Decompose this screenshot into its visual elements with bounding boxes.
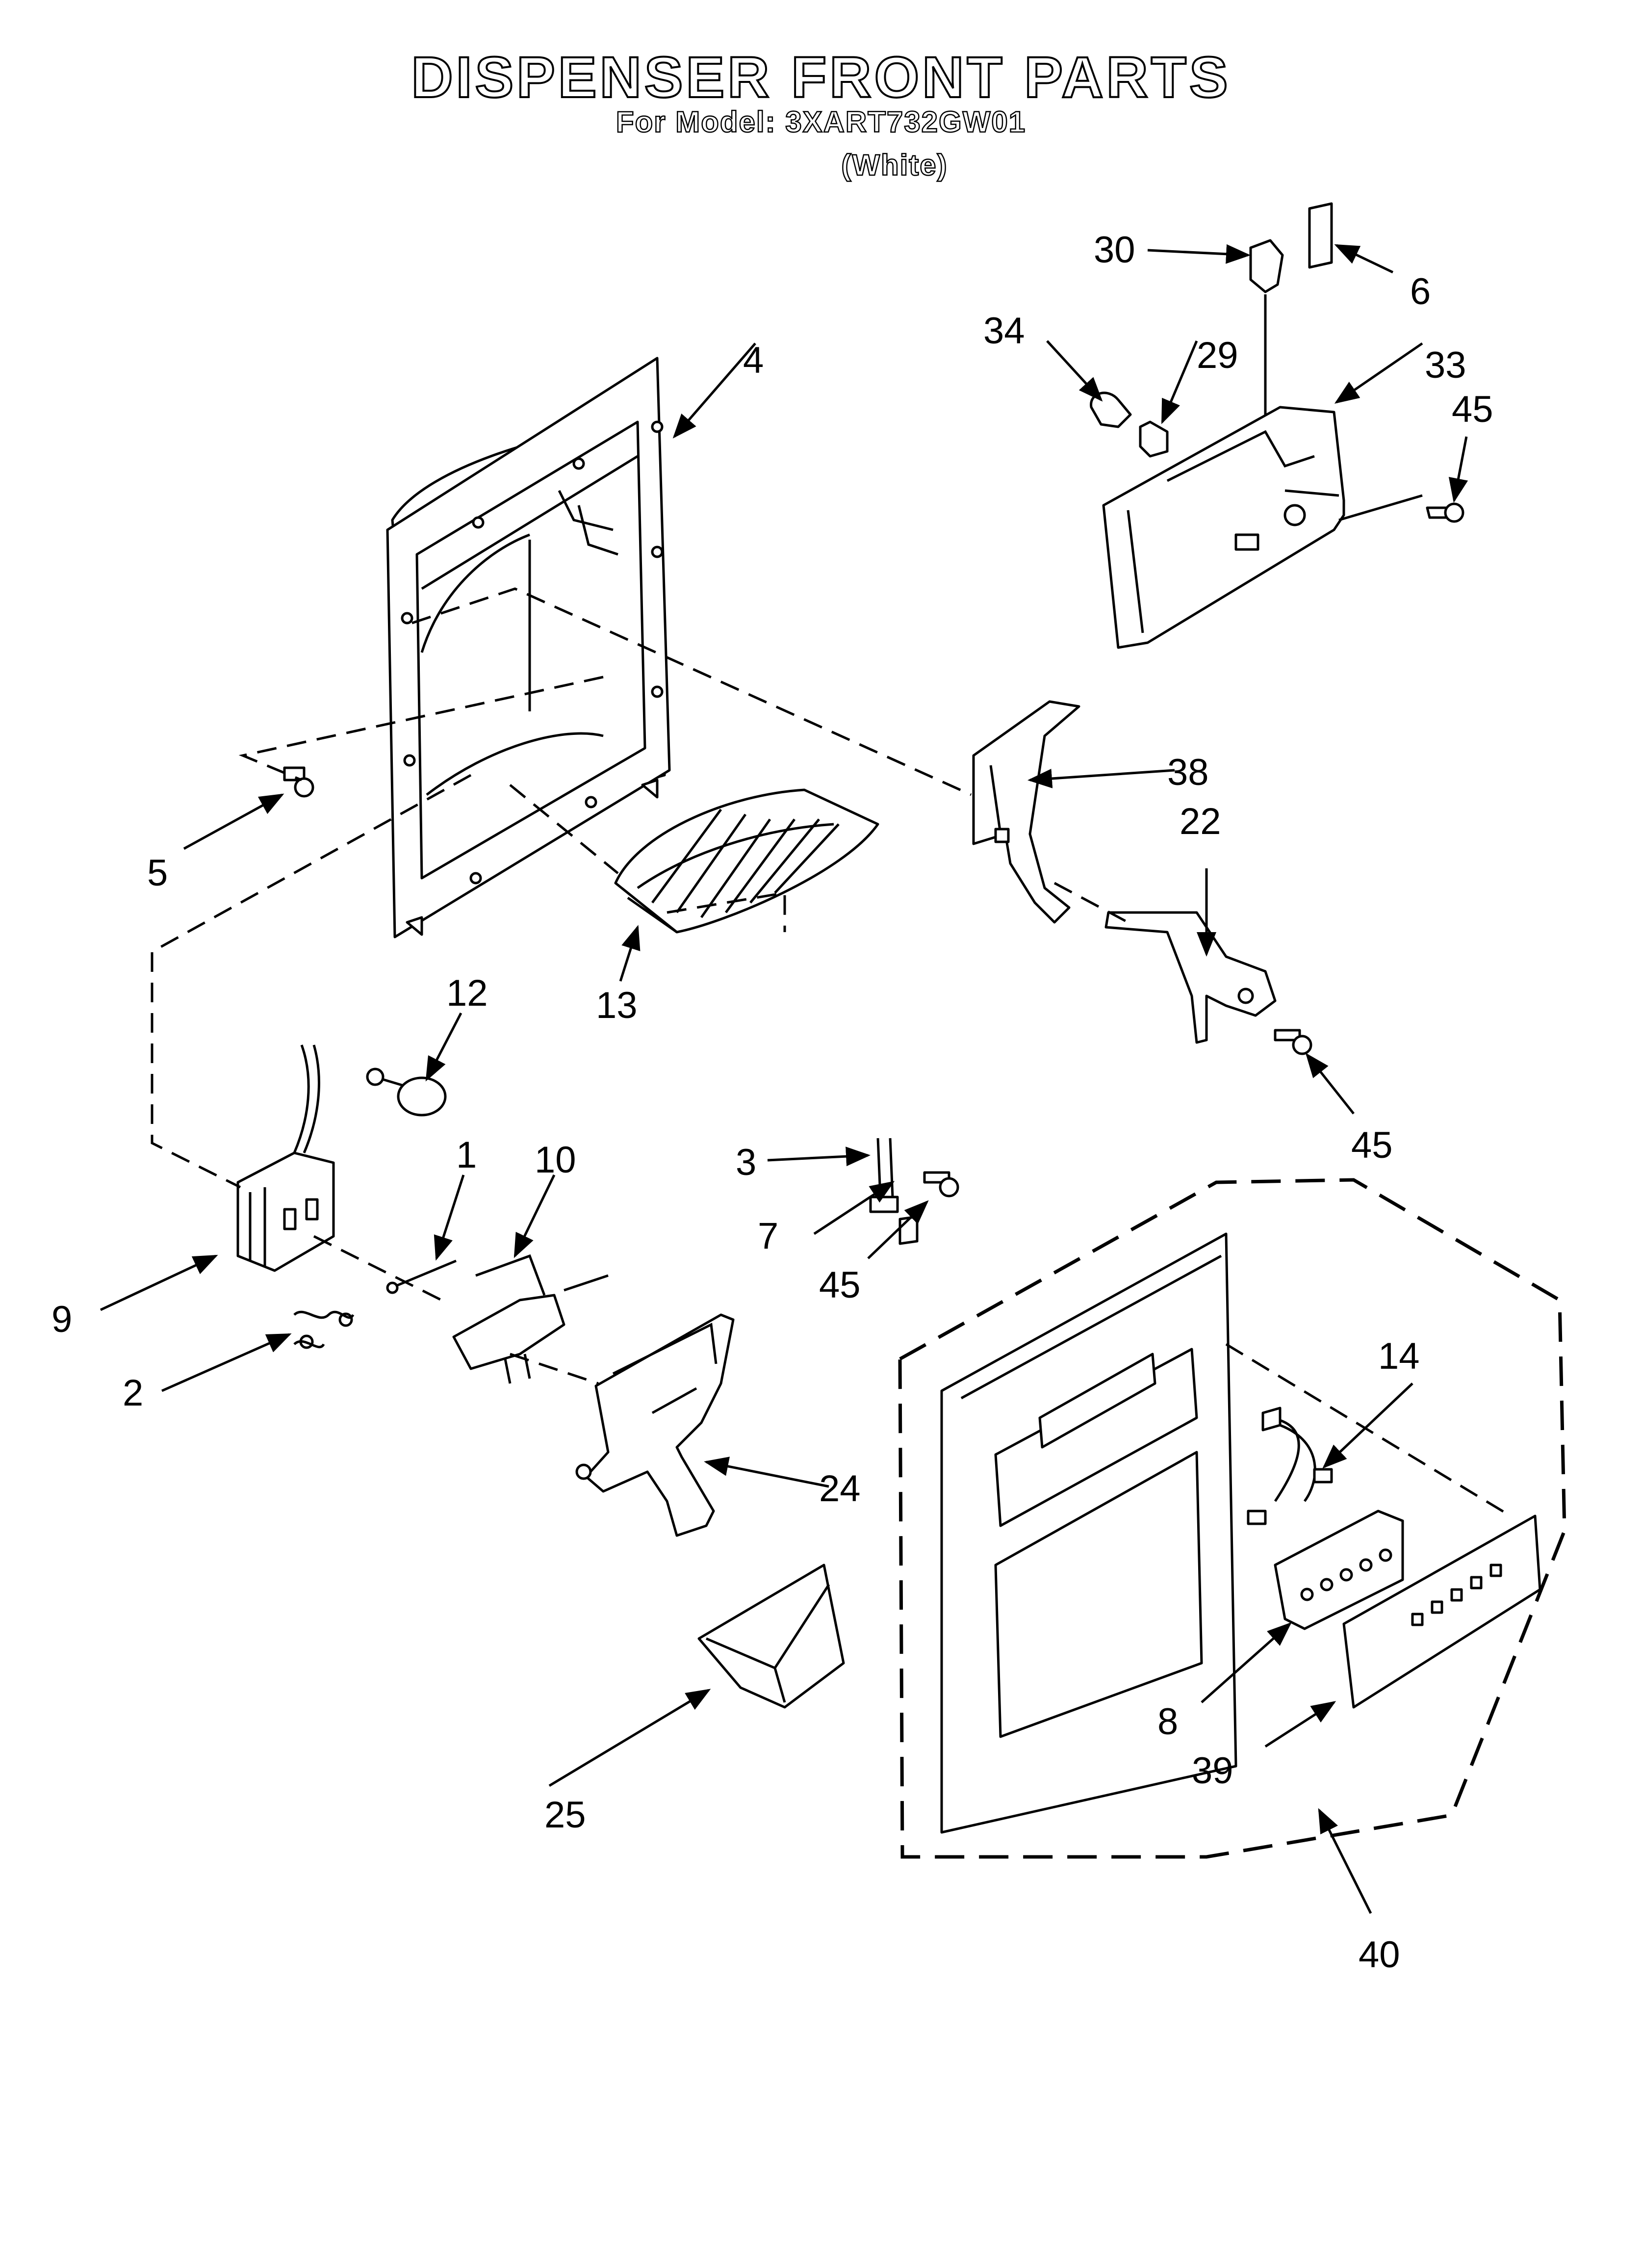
callout-labels: 30 6 34 29 33 45 4 5 38 22 13 12 45 1 10… [51, 229, 1493, 1976]
pivot-part [452, 1254, 609, 1384]
callout-33: 33 [1425, 344, 1466, 386]
solenoid-part [236, 1044, 335, 1272]
ice-bucket-part [697, 1564, 845, 1709]
callout-14: 14 [1378, 1335, 1420, 1377]
grille-part [614, 788, 879, 934]
dispenser-frame-part [1102, 406, 1423, 649]
callout-12: 12 [446, 972, 488, 1014]
callout-4: 4 [743, 339, 764, 381]
callout-30: 30 [1094, 229, 1135, 271]
switch-part [1249, 239, 1284, 422]
callout-38: 38 [1167, 752, 1209, 793]
fuse-part [366, 1068, 447, 1117]
diagram-title: DISPENSER FRONT PARTS [410, 44, 1231, 111]
callout-34: 34 [983, 310, 1025, 352]
callout-10: 10 [535, 1139, 576, 1181]
callout-5: 5 [147, 852, 168, 894]
model-subtitle: For Model: 3XART732GW01 [616, 105, 1026, 139]
callout-22: 22 [1180, 801, 1221, 842]
color-subtitle: (White) [841, 148, 948, 182]
lever-arm-part [1104, 911, 1277, 1044]
callout-45-center: 45 [819, 1264, 861, 1306]
callout-8: 8 [1157, 1701, 1178, 1743]
callout-29: 29 [1197, 335, 1238, 376]
callout-39: 39 [1192, 1750, 1233, 1792]
actuator-lever-part [972, 700, 1080, 924]
light-bulb-part [1090, 391, 1132, 428]
callout-13: 13 [596, 985, 638, 1026]
callout-2: 2 [123, 1372, 143, 1414]
pin-part [386, 1259, 457, 1294]
leader-arrows [100, 244, 1468, 1914]
screw-part [1274, 1029, 1312, 1055]
callout-9: 9 [51, 1299, 72, 1340]
callout-6: 6 [1410, 271, 1431, 313]
callout-45-mid: 45 [1351, 1124, 1393, 1166]
callout-24: 24 [819, 1468, 861, 1510]
callout-40: 40 [1359, 1934, 1400, 1976]
screw-part [1426, 502, 1464, 523]
control-board-part [1274, 1510, 1404, 1630]
screw-part [283, 766, 314, 798]
screw-part [923, 1171, 959, 1198]
alignment-lines [151, 587, 1512, 1517]
chute-door-part [575, 1313, 735, 1537]
socket-part [1139, 420, 1169, 458]
wire-harness-part [1247, 1407, 1333, 1525]
actuator-switch-part [869, 1138, 899, 1213]
spring-part [293, 1310, 355, 1349]
callout-25: 25 [544, 1794, 586, 1836]
front-panel-assembly-boundary [898, 1178, 1566, 1859]
front-panel-part [940, 1232, 1237, 1834]
callout-7: 7 [758, 1215, 778, 1257]
bracket-plate-part [1308, 202, 1333, 269]
callout-45-top: 45 [1452, 389, 1493, 430]
dispenser-housing-part [386, 357, 671, 938]
callout-1: 1 [456, 1134, 477, 1176]
control-overlay-part [1342, 1514, 1541, 1709]
callout-3: 3 [736, 1142, 756, 1183]
